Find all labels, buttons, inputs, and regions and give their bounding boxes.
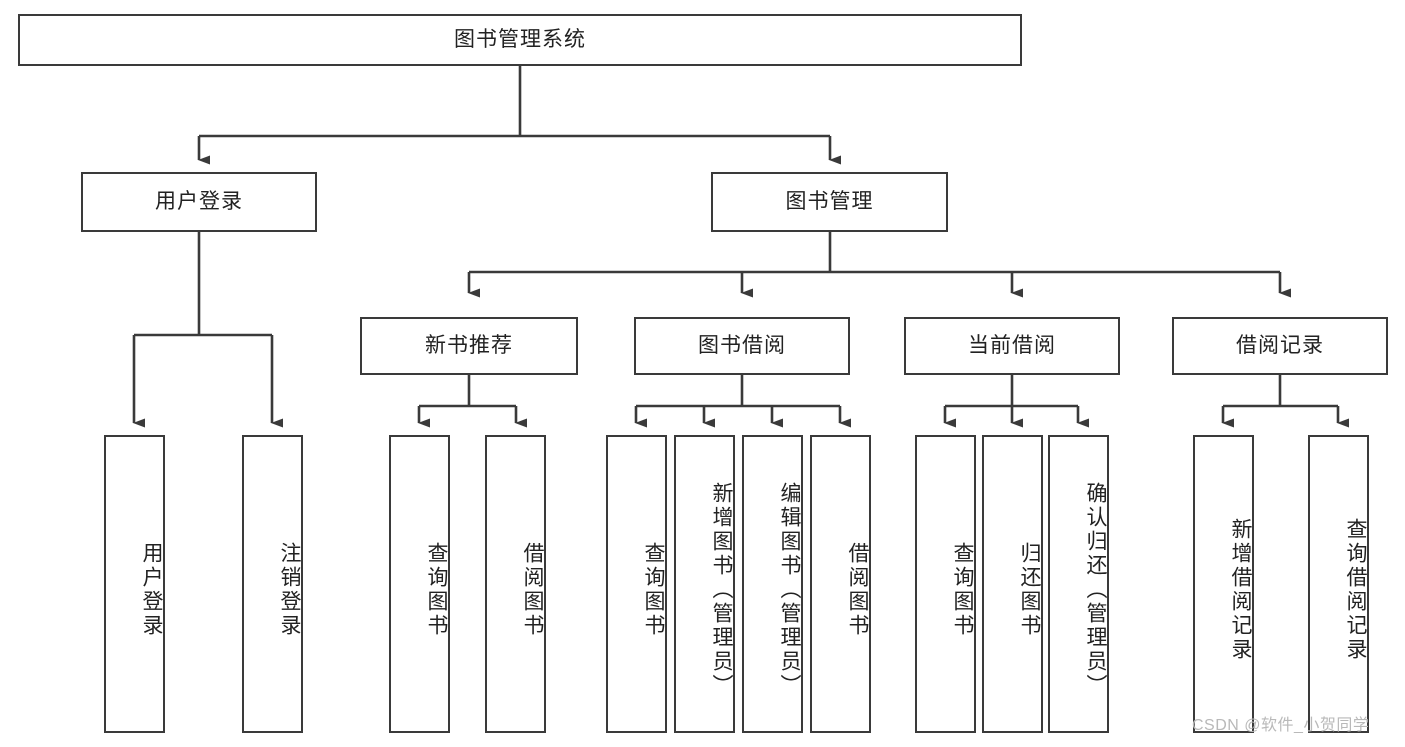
- leaf-query-book-recommend[interactable]: 查询图书: [389, 435, 450, 733]
- node-label: 图书借阅: [698, 334, 786, 358]
- node-label: 查询图书: [951, 542, 974, 638]
- node-book-borrow[interactable]: 图书借阅: [634, 317, 850, 375]
- leaf-query-book-borrow[interactable]: 查询图书: [606, 435, 667, 733]
- node-label: 用户登录: [155, 190, 243, 214]
- node-new-book-recommend[interactable]: 新书推荐: [360, 317, 578, 375]
- node-label: 查询图书: [425, 542, 448, 638]
- leaf-edit-book[interactable]: 编辑图书（管理员）: [742, 435, 803, 733]
- leaf-add-borrow-record[interactable]: 新增借阅记录: [1193, 435, 1254, 733]
- leaf-borrow-book[interactable]: 借阅图书: [810, 435, 871, 733]
- node-user-login[interactable]: 用户登录: [81, 172, 317, 232]
- node-book-management-system[interactable]: 图书管理系统: [18, 14, 1022, 66]
- node-borrow-record[interactable]: 借阅记录: [1172, 317, 1388, 375]
- node-label: 新增借阅记录: [1229, 518, 1252, 662]
- leaf-borrow-book-recommend[interactable]: 借阅图书: [485, 435, 546, 733]
- leaf-query-book-current[interactable]: 查询图书: [915, 435, 976, 733]
- node-current-borrow[interactable]: 当前借阅: [904, 317, 1120, 375]
- node-label: 借阅图书: [846, 542, 869, 638]
- node-label: 借阅记录: [1236, 334, 1324, 358]
- node-label: 图书管理系统: [454, 28, 586, 52]
- node-label: 确认归还（管理员）: [1084, 482, 1107, 698]
- leaf-user-login[interactable]: 用户登录: [104, 435, 165, 733]
- leaf-user-logout[interactable]: 注销登录: [242, 435, 303, 733]
- node-label: 图书管理: [785, 190, 874, 214]
- leaf-add-book[interactable]: 新增图书（管理员）: [674, 435, 735, 733]
- node-label: 查询借阅记录: [1344, 518, 1367, 662]
- node-label: 新书推荐: [425, 334, 513, 358]
- leaf-confirm-return[interactable]: 确认归还（管理员）: [1048, 435, 1109, 733]
- node-label: 注销登录: [278, 542, 301, 638]
- node-label: 借阅图书: [521, 542, 544, 638]
- node-label: 归还图书: [1018, 542, 1041, 638]
- node-label: 用户登录: [140, 542, 163, 638]
- node-book-manage[interactable]: 图书管理: [711, 172, 948, 232]
- node-label: 编辑图书（管理员）: [778, 482, 801, 698]
- node-label: 新增图书（管理员）: [710, 482, 733, 698]
- node-label: 查询图书: [642, 542, 665, 638]
- leaf-query-borrow-record[interactable]: 查询借阅记录: [1308, 435, 1369, 733]
- leaf-return-book[interactable]: 归还图书: [982, 435, 1043, 733]
- node-label: 当前借阅: [968, 334, 1056, 358]
- csdn-watermark: CSDN @软件_小贺同学: [1192, 717, 1370, 734]
